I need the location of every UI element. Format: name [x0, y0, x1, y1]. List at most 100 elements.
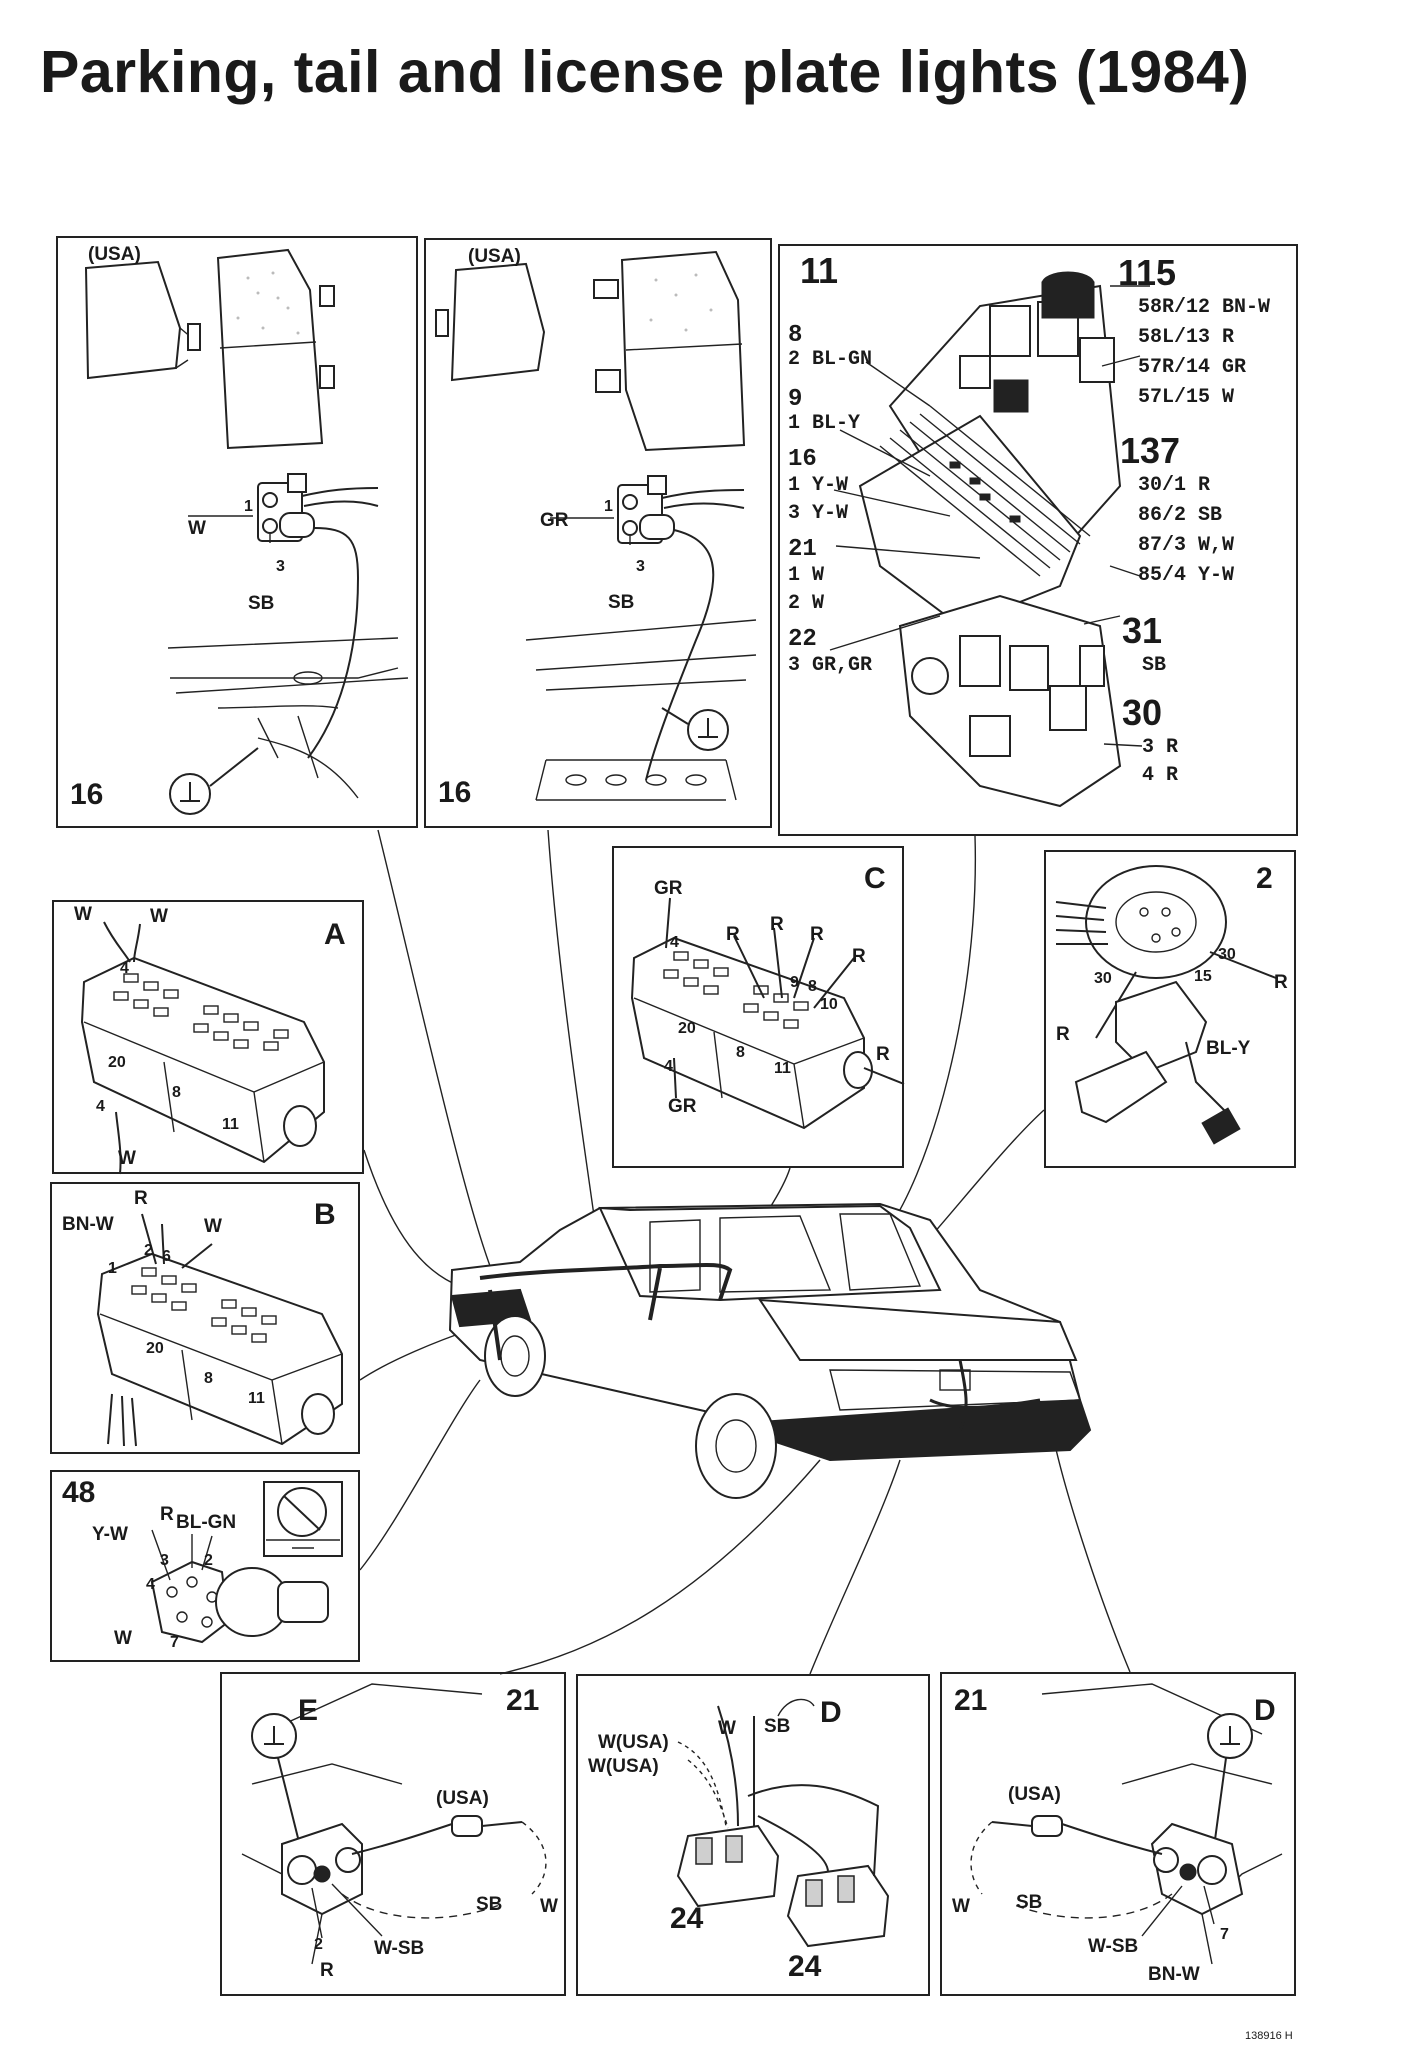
- pin-3-label: 3: [636, 558, 645, 575]
- wire-gr-label-top: GR: [654, 878, 683, 899]
- wire-w-label-3: W: [118, 1148, 136, 1169]
- pin-8-label-top: 8: [808, 978, 817, 995]
- pin-2-label: 2: [144, 1242, 153, 1259]
- page-title: Parking, tail and license plate lights (…: [40, 39, 1250, 105]
- pin-11-label: 11: [222, 1116, 239, 1133]
- car-drawing: [448, 1202, 1092, 1499]
- connector-c-drawing: [630, 897, 905, 1130]
- wire-w-usa-label-1: W(USA): [598, 1732, 669, 1753]
- wire-r-label-5: R: [876, 1044, 890, 1065]
- wire-w-label: W: [952, 1896, 970, 1917]
- callout-line-panel-1: [377, 829, 501, 1291]
- component-number: 2: [1256, 862, 1273, 895]
- fuse-22-number: 22: [788, 626, 817, 653]
- reference-code: 138916 H: [1245, 2030, 1293, 2042]
- relay-137-pin-1: 30/1 R: [1138, 474, 1211, 497]
- pin-4-label-top: 4: [120, 960, 129, 977]
- rear-connector-e-drawing: [241, 1683, 547, 1965]
- fuse-21-number: 21: [788, 536, 817, 563]
- wire-r-label: R: [160, 1504, 174, 1525]
- pin-20-label: 20: [108, 1054, 126, 1071]
- license-plate-lights-drawing: [676, 1698, 890, 1948]
- wire-r-label-right: R: [1274, 972, 1288, 993]
- tail-light-left-drawing: [84, 248, 409, 815]
- callout-line-panel-e: [499, 1459, 821, 1675]
- connector-letter: A: [324, 918, 346, 951]
- relay-31-wire: SB: [1142, 654, 1167, 677]
- pin-2-label: 2: [314, 1936, 323, 1953]
- relay-30-wire-4: 4 R: [1142, 764, 1179, 787]
- pin-8-label: 8: [204, 1370, 213, 1387]
- connector-b-drawing: [96, 1213, 343, 1447]
- usa-label: (USA): [468, 246, 521, 267]
- wire-r-label-left: R: [1056, 1024, 1070, 1045]
- pin-9-label: 9: [790, 974, 799, 991]
- light-switch-drawing: [150, 1481, 343, 1644]
- relay-30-wire-3: 3 R: [1142, 736, 1179, 759]
- callout-line-ignition-switch: [899, 1109, 1045, 1271]
- wire-r-label-2: R: [770, 914, 784, 935]
- wire-sb-label: SB: [764, 1716, 791, 1737]
- pin-7-label: 7: [1220, 1926, 1229, 1943]
- pin-1-label: 1: [244, 498, 253, 515]
- fuse-8-wire: 2 BL-GN: [788, 348, 873, 371]
- panel-rear-connector-d: 21 D (USA) W SB 7 W-SB BN-W: [940, 1672, 1296, 1996]
- wire-sb-label: SB: [248, 593, 275, 614]
- fuse-21-wire-2: 2 W: [788, 592, 825, 615]
- callout-line-connector-c: [719, 1167, 791, 1281]
- wire-yw-label: Y-W: [92, 1524, 128, 1545]
- wire-sb-label: SB: [476, 1894, 503, 1915]
- wire-r-label: R: [134, 1188, 148, 1209]
- wire-gr-label-bottom: GR: [668, 1096, 697, 1117]
- callout-line-panel-2: [547, 829, 601, 1261]
- relay-115-pin-15: 57L/15 W: [1138, 386, 1235, 409]
- fuse-16-wire-3: 3 Y-W: [788, 502, 849, 525]
- pin-1-label: 1: [604, 498, 613, 515]
- connector-a-drawing: [80, 921, 325, 1175]
- fuse-9-wire: 1 BL-Y: [788, 412, 861, 435]
- wire-w-label: W: [718, 1718, 736, 1739]
- pin-1-label: 1: [108, 1260, 117, 1277]
- wire-bly-label: BL-Y: [1206, 1038, 1251, 1059]
- relay-137-number: 137: [1120, 430, 1181, 471]
- component-number: 16: [438, 776, 472, 809]
- connector-letter: B: [314, 1198, 336, 1231]
- component-number-2: 24: [788, 1950, 822, 1983]
- wire-blgn-label: BL-GN: [176, 1512, 237, 1533]
- pin-2-label: 2: [204, 1552, 213, 1569]
- pin-20-label: 20: [146, 1340, 164, 1357]
- relay-115-number: 115: [1118, 252, 1177, 293]
- panel-tail-light-right: (USA) 1 GR 3 SB 16: [424, 238, 772, 828]
- pin-3-label: 3: [160, 1552, 169, 1569]
- terminal-30-label-1: 30: [1094, 970, 1112, 987]
- panel-license-plate-lights: W(USA) W(USA) W SB D 24 24: [576, 1674, 930, 1996]
- pin-8-label-bottom: 8: [736, 1044, 745, 1061]
- component-number: 16: [70, 778, 104, 811]
- callout-line-connector-a: [363, 1149, 471, 1291]
- panel-ignition-switch: 2 30 30 15 R R BL-Y: [1044, 850, 1296, 1168]
- wire-wsb-label: W-SB: [374, 1938, 425, 1959]
- wire-gr-label: GR: [540, 510, 569, 531]
- pin-3-label: 3: [276, 558, 285, 575]
- fuse-box-drawing: [829, 271, 1150, 808]
- component-number: 21: [954, 1684, 988, 1717]
- rear-connector-d-drawing: [970, 1683, 1283, 1965]
- wire-bnw-label: BN-W: [62, 1214, 114, 1235]
- pin-4-label: 4: [146, 1576, 155, 1593]
- component-number: 21: [506, 1684, 540, 1717]
- fuse-8-number: 8: [788, 322, 803, 349]
- usa-label: (USA): [436, 1788, 489, 1809]
- wire-w-usa-label-2: W(USA): [588, 1756, 659, 1777]
- ignition-switch-drawing: [1055, 865, 1277, 1145]
- fuse-21-wire-1: 1 W: [788, 564, 825, 587]
- wire-r-label-1: R: [726, 924, 740, 945]
- relay-115-pin-12: 58R/12 BN-W: [1138, 296, 1271, 319]
- callout-line-light-switch: [359, 1379, 481, 1571]
- connector-letter: E: [298, 1694, 319, 1727]
- relay-137-pin-3: 87/3 W,W: [1138, 534, 1235, 557]
- panel-connector-a: W W A 4 20 8 11 4 W: [52, 900, 364, 1175]
- wire-w-label: W: [540, 1896, 558, 1917]
- panel-rear-connector-e: E 21 (USA) SB W 2 W-SB R: [220, 1672, 566, 1996]
- pin-8-label: 8: [172, 1084, 181, 1101]
- connector-letter: D: [1254, 1694, 1276, 1727]
